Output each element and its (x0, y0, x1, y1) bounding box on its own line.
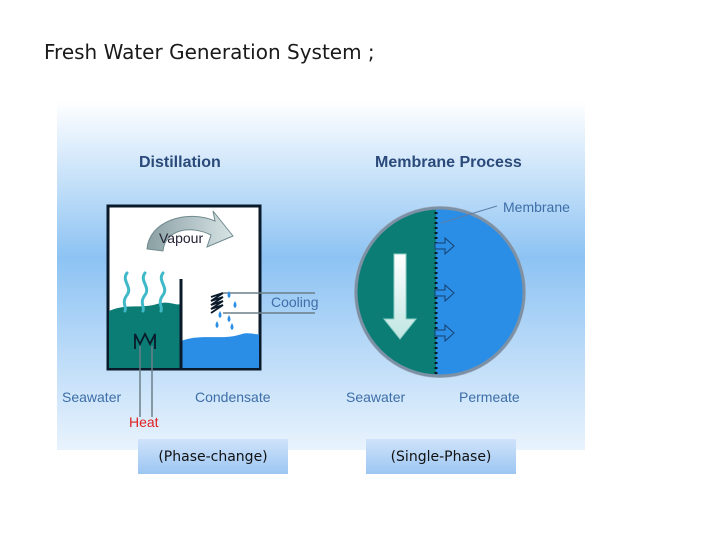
heat-label: Heat (129, 414, 159, 430)
cooling-pipes (223, 292, 315, 314)
membrane-caption: (Single-Phase) (366, 438, 516, 474)
diagram: Distillation Membrane Process Vapour (57, 101, 585, 450)
distillation-vessel (106, 204, 262, 371)
page-title: Fresh Water Generation System ; (44, 40, 375, 64)
distillation-caption: (Phase-change) (138, 438, 288, 474)
vapour-arrow (146, 210, 234, 252)
membrane-label: Membrane (503, 199, 570, 215)
heating-coil-icon (134, 331, 156, 349)
vapour-wave-icon (122, 271, 167, 313)
heat-pipes (139, 346, 153, 417)
seawater-flow-arrow (382, 253, 418, 340)
distillation-heading: Distillation (139, 154, 221, 171)
membrane-seawater-label: Seawater (346, 389, 405, 405)
condensate-drops-icon (215, 291, 237, 330)
membrane-heading: Membrane Process (375, 154, 522, 171)
cooling-label: Cooling (271, 294, 318, 310)
permeation-arrows (434, 236, 455, 343)
membrane-leader-line (440, 205, 498, 224)
distillation-seawater-label: Seawater (62, 389, 121, 405)
cooling-coil-icon (210, 292, 224, 314)
condensate-label: Condensate (195, 389, 271, 405)
vapour-label: Vapour (159, 230, 203, 246)
permeate-label: Permeate (459, 389, 520, 405)
